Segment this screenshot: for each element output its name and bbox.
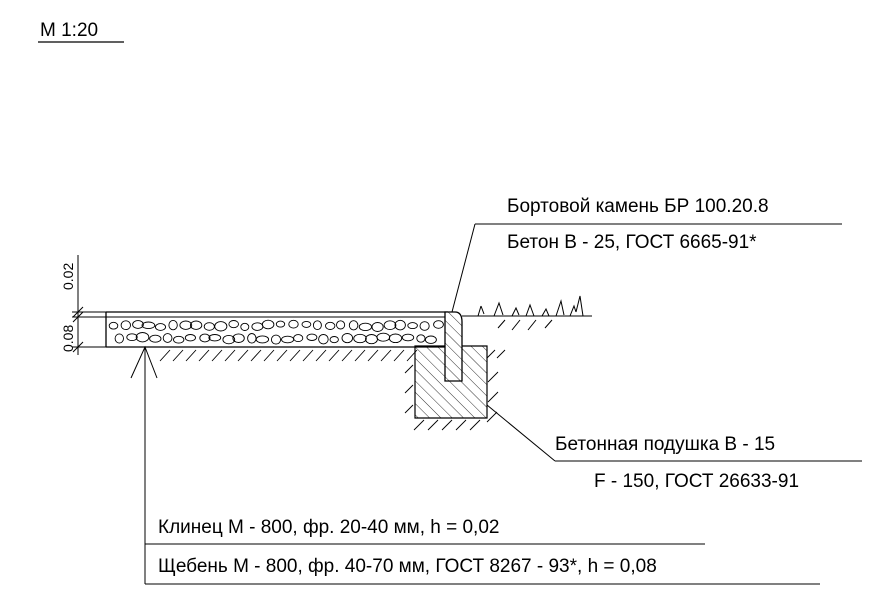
pavement-layers — [105, 311, 448, 348]
ground-hatch-stroke — [198, 349, 210, 362]
pebble — [353, 333, 367, 344]
pebble — [365, 334, 378, 345]
pebble — [419, 321, 430, 331]
layers-label-line1: Клинец М - 800, фр. 20-40 мм, h = 0,02 — [158, 517, 499, 538]
ground-hatch-stroke — [211, 349, 223, 362]
concrete-cushion — [414, 345, 488, 419]
pebble — [222, 334, 236, 345]
pebble — [173, 335, 185, 344]
grass-surface — [462, 295, 592, 331]
pebble — [199, 333, 211, 343]
pebble — [348, 320, 359, 331]
dimension-line — [72, 255, 106, 355]
ground-hatch-stroke — [354, 349, 366, 362]
curb-label-line1: Бортовой камень БР 100.20.8 — [507, 196, 769, 217]
pebble — [203, 322, 215, 331]
ground-hatch-stroke — [289, 349, 301, 362]
pebble — [325, 321, 336, 330]
pebble — [341, 333, 354, 344]
pebble — [293, 334, 304, 343]
pebble — [394, 319, 406, 331]
pebble — [416, 334, 426, 343]
pebble — [261, 319, 275, 330]
ground-hatch-stroke — [315, 349, 327, 362]
pebble — [301, 320, 312, 328]
pebble — [251, 322, 264, 331]
pebble — [179, 320, 193, 330]
pebble — [232, 333, 245, 343]
scale-label: М 1:20 — [40, 20, 98, 41]
pebble — [312, 320, 322, 331]
curb-leader — [451, 223, 842, 313]
pebble — [270, 334, 282, 345]
pebble — [141, 321, 156, 330]
pebble — [149, 334, 162, 343]
pebble — [154, 323, 167, 331]
pebble — [358, 322, 373, 332]
ground-hatch-stroke — [302, 349, 314, 362]
dimension-top-label: 0.02 — [60, 263, 76, 290]
layers-leader — [130, 345, 820, 585]
ground-hatch-stroke — [367, 349, 379, 362]
ground-hatch-stroke — [380, 349, 392, 362]
side-ground-hatching — [404, 349, 506, 431]
pebble — [214, 321, 228, 332]
pebble — [114, 333, 124, 344]
pebble — [108, 321, 119, 330]
ground-hatch-stroke — [172, 349, 184, 362]
pebble — [401, 333, 415, 342]
crushed-stone-fill — [108, 319, 444, 345]
pebble — [240, 322, 250, 331]
pebble — [288, 319, 299, 329]
ground-hatch-stroke — [393, 349, 405, 362]
pebble — [371, 322, 384, 332]
ground-hatch-stroke — [237, 349, 249, 362]
pebble — [247, 333, 257, 344]
pebble — [126, 333, 138, 342]
pebble — [162, 333, 173, 343]
pebble — [336, 320, 346, 330]
ground-hatching — [159, 349, 418, 362]
cushion-label-line1: Бетонная подушка В - 15 — [555, 434, 775, 455]
pebble — [189, 320, 203, 330]
pebble — [228, 320, 239, 329]
pebble — [376, 332, 391, 342]
ground-hatch-stroke — [250, 349, 262, 362]
dimension-bottom-label: 0.08 — [60, 325, 76, 352]
pebble — [318, 334, 329, 345]
pebble — [255, 335, 270, 344]
cushion-label-line2: F - 150, ГОСТ 26633-91 — [594, 471, 799, 492]
pebble — [281, 335, 295, 344]
pebble — [383, 320, 397, 331]
curb-label-line2: Бетон В - 25, ГОСТ 6665-91* — [507, 232, 757, 253]
curb-stone — [444, 311, 463, 382]
pebble — [275, 320, 286, 328]
pebble — [120, 320, 131, 331]
cushion-leader — [486, 404, 862, 462]
layers-label-line2: Щебень М - 800, фр. 40-70 мм, ГОСТ 8267 … — [158, 556, 657, 577]
pebble — [132, 320, 144, 329]
ground-hatch-stroke — [276, 349, 288, 362]
ground-hatch-stroke — [185, 349, 197, 362]
pebble — [433, 320, 444, 329]
pebble — [306, 333, 318, 341]
pebble — [135, 332, 150, 343]
pebble — [424, 335, 437, 344]
pebble — [388, 333, 403, 344]
pebble — [184, 334, 196, 342]
pebble — [407, 322, 418, 330]
ground-hatch-stroke — [341, 349, 353, 362]
ground-hatch-stroke — [159, 349, 171, 362]
pebble — [208, 334, 222, 342]
ground-hatch-stroke — [263, 349, 275, 362]
ground-hatch-stroke — [224, 349, 236, 362]
ground-hatch-stroke — [328, 349, 340, 362]
pebble — [329, 336, 339, 344]
pebble — [168, 319, 178, 331]
